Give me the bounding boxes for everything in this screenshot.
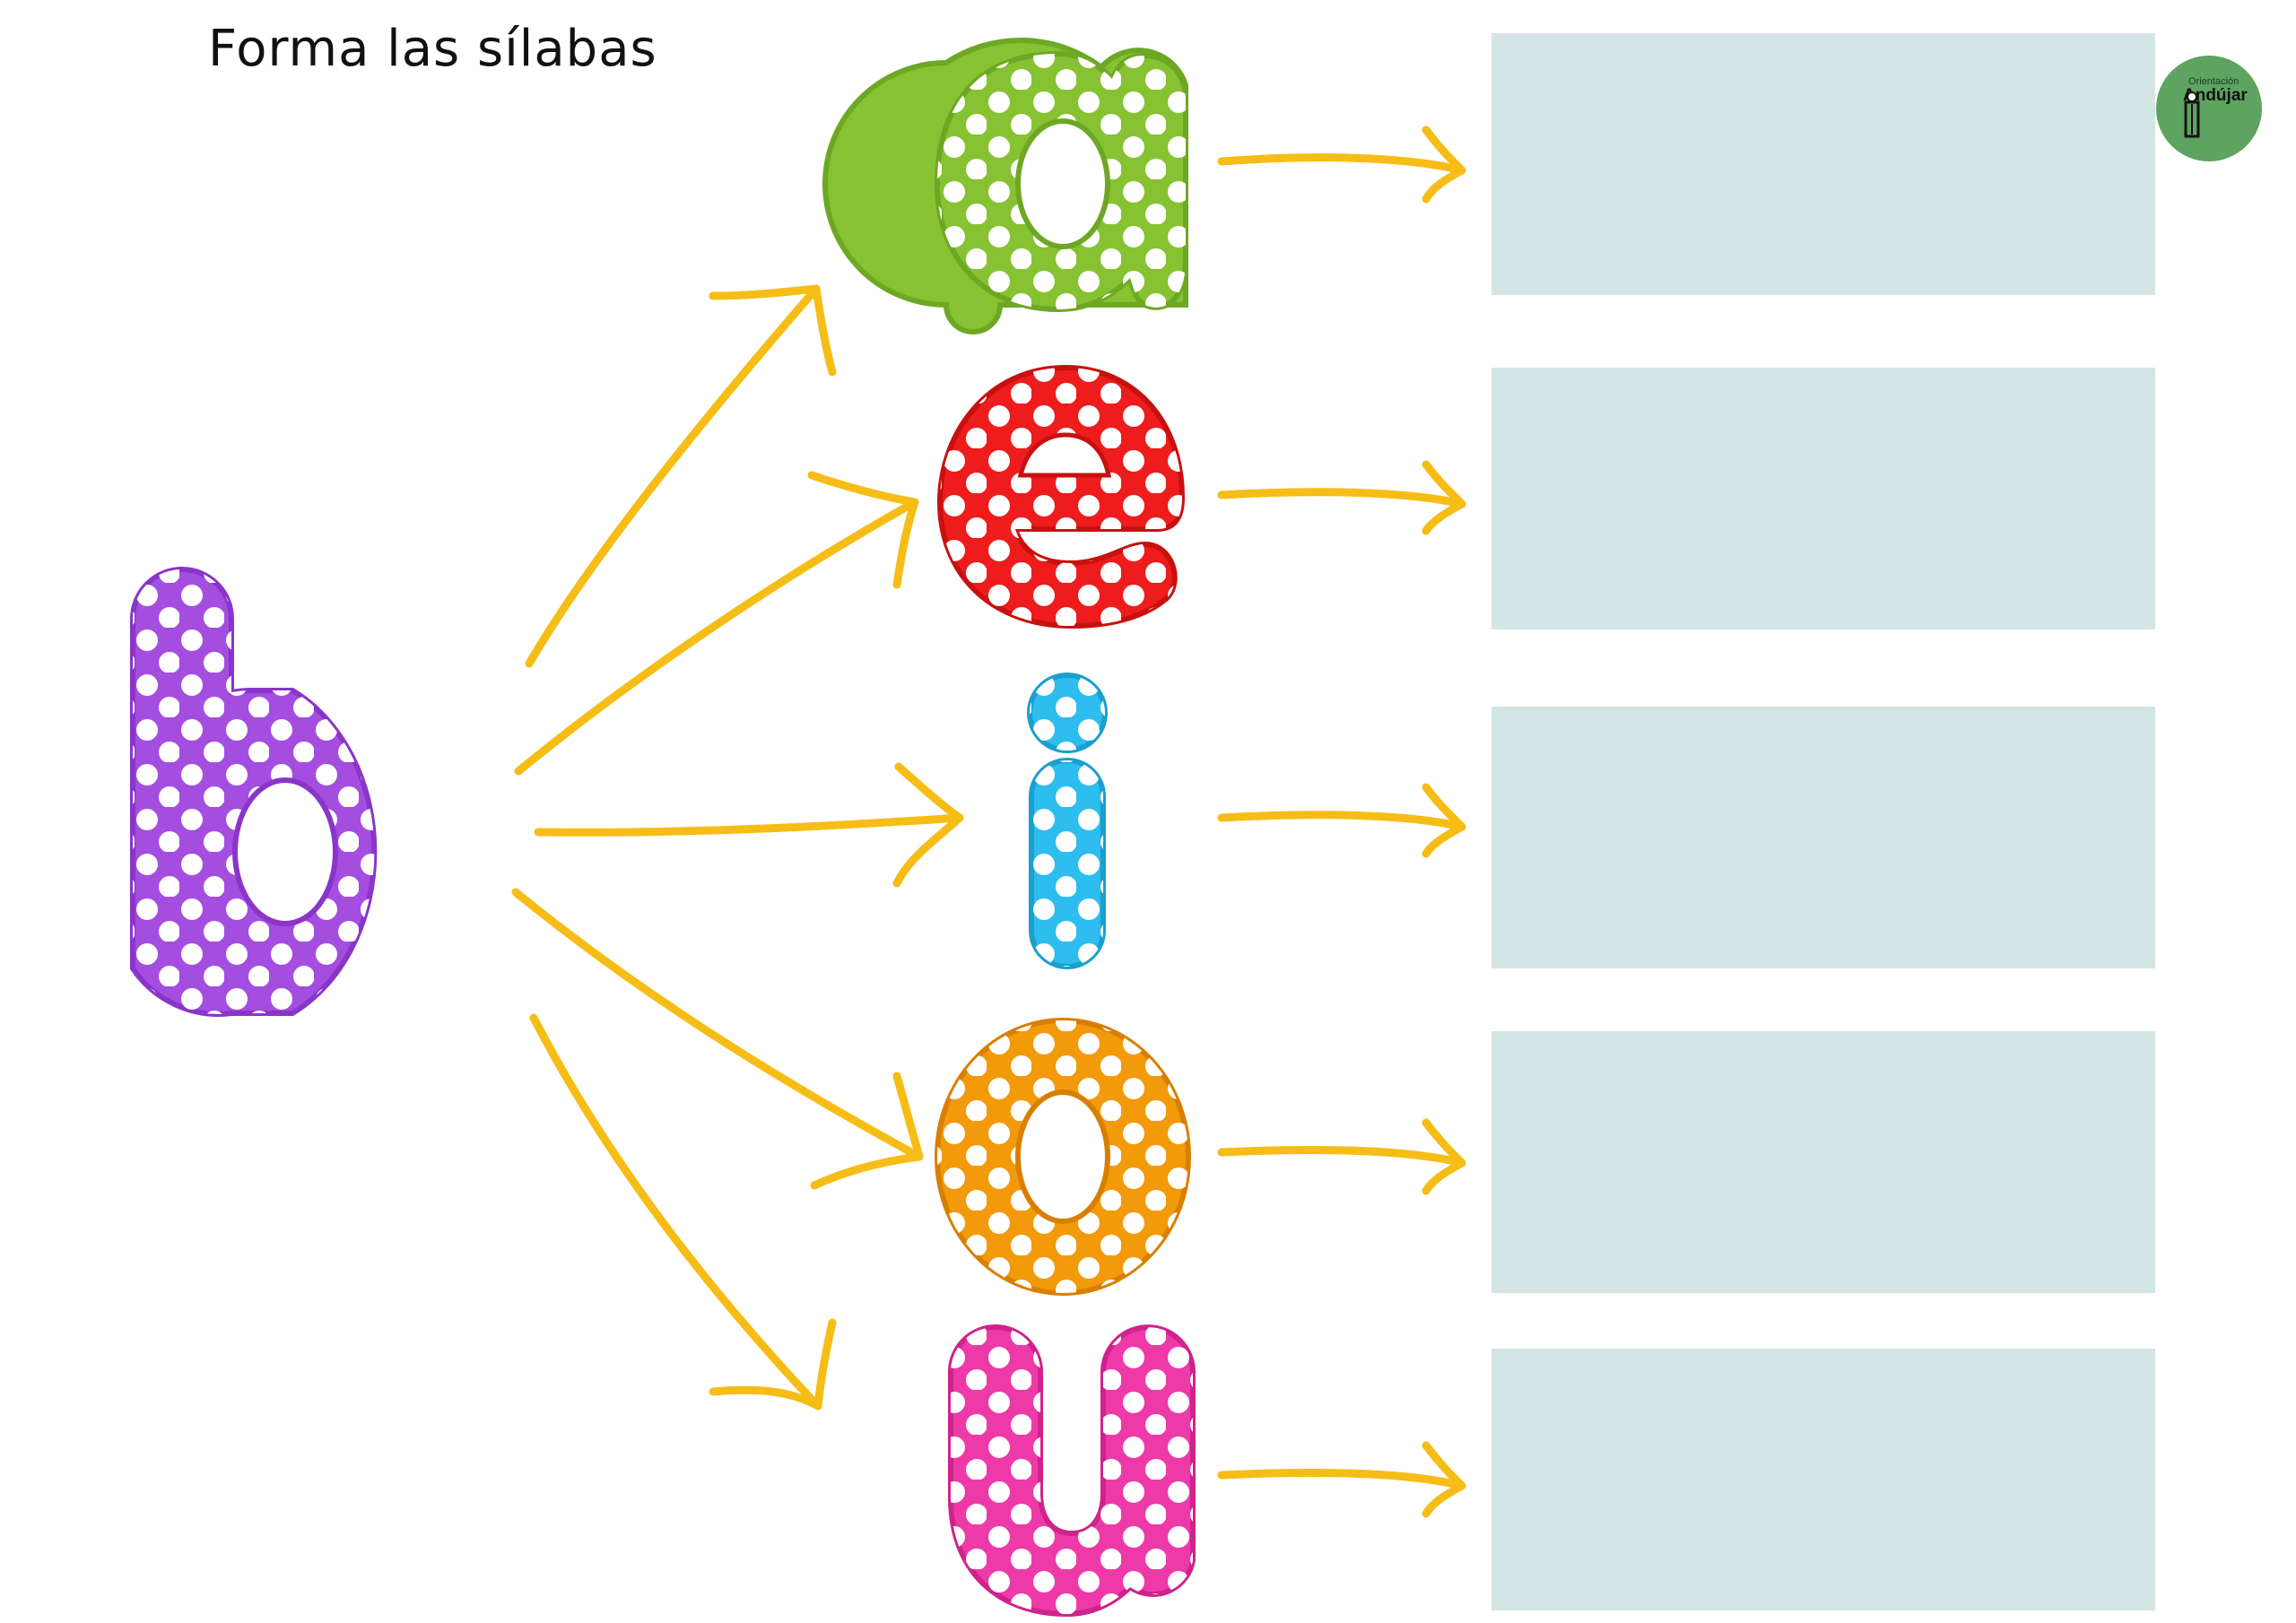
- arrow-o-to-box: [1217, 1118, 1466, 1195]
- consonant-letter-b: [130, 567, 378, 1017]
- vowel-letter-u: [948, 1324, 1196, 1618]
- answer-box-e[interactable]: [1492, 368, 2155, 629]
- arrow-b-to-o: [511, 888, 924, 1190]
- pencil-icon: [2184, 91, 2200, 138]
- logo-big-text: Andújar: [2183, 86, 2248, 105]
- arrow-i-to-box: [1217, 783, 1466, 858]
- answer-box-a[interactable]: [1492, 33, 2155, 295]
- vowel-letter-o: [935, 1018, 1191, 1296]
- arrow-u-to-box: [1217, 1441, 1466, 1518]
- answer-box-o[interactable]: [1492, 1031, 2155, 1293]
- vowel-letter-i: [1027, 673, 1108, 969]
- arrow-b-to-i: [534, 762, 964, 888]
- arrow-b-to-u: [529, 1013, 837, 1410]
- vowel-letter-a: [822, 37, 1188, 334]
- arrow-e-to-box: [1217, 460, 1466, 535]
- answer-box-i[interactable]: [1492, 707, 2155, 968]
- vowel-letter-e: [936, 364, 1186, 629]
- orientacion-andujar-logo: Orientación Andújar: [2156, 56, 2262, 161]
- answer-box-u[interactable]: [1492, 1349, 2155, 1610]
- logo-small-text: Orientación: [2188, 76, 2239, 87]
- page-title: Forma las sílabas: [208, 20, 657, 78]
- arrow-b-to-a: [525, 284, 837, 668]
- arrow-b-to-e: [514, 471, 919, 776]
- arrow-a-to-box: [1217, 126, 1466, 204]
